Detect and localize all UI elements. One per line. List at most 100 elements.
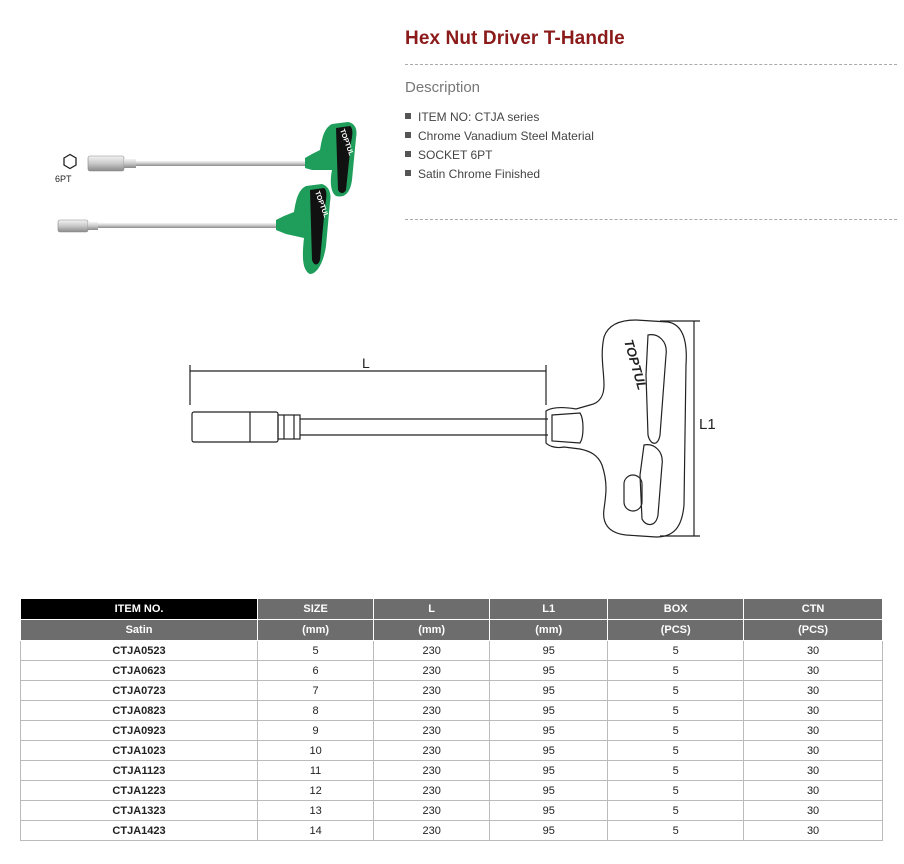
cell-l1: 95 xyxy=(489,680,609,701)
spec-table: ITEM NO. SIZE L L1 BOX CTN Satin (mm) (m… xyxy=(19,598,883,841)
cell-l1: 95 xyxy=(489,800,609,821)
cell-ctn: 30 xyxy=(743,760,883,781)
cell-box: 5 xyxy=(607,680,745,701)
cell-l: 230 xyxy=(373,680,491,701)
cell-item-no: CTJA0723 xyxy=(19,680,259,701)
cell-item-no: CTJA0523 xyxy=(19,640,259,661)
cell-item-no: CTJA1023 xyxy=(19,740,259,761)
feature-item: SOCKET 6PT xyxy=(405,145,594,164)
cell-l: 230 xyxy=(373,800,491,821)
cell-l: 230 xyxy=(373,660,491,681)
bullet-icon xyxy=(405,131,411,138)
cell-item-no: CTJA0623 xyxy=(19,660,259,681)
divider xyxy=(405,219,897,220)
cell-ctn: 30 xyxy=(743,640,883,661)
cell-ctn: 30 xyxy=(743,820,883,841)
cell-box: 5 xyxy=(607,700,745,721)
dimension-diagram: L L1 TOPTUL xyxy=(189,319,716,538)
brand-label: TOPTUL xyxy=(621,338,650,392)
cell-size: 10 xyxy=(257,740,375,761)
cell-box: 5 xyxy=(607,800,745,821)
cell-ctn: 30 xyxy=(743,720,883,741)
feature-item: ITEM NO: CTJA series xyxy=(405,107,594,126)
cell-size: 6 xyxy=(257,660,375,681)
cell-l1: 95 xyxy=(489,780,609,801)
cell-ctn: 30 xyxy=(743,700,883,721)
cell-ctn: 30 xyxy=(743,800,883,821)
subheader-l: (mm) xyxy=(373,619,491,641)
cell-l1: 95 xyxy=(489,760,609,781)
hex-icon xyxy=(63,153,77,170)
cell-size: 9 xyxy=(257,720,375,741)
cell-box: 5 xyxy=(607,640,745,661)
cell-box: 5 xyxy=(607,740,745,761)
cell-l1: 95 xyxy=(489,640,609,661)
cell-l1: 95 xyxy=(489,740,609,761)
header-item-no: ITEM NO. xyxy=(19,598,259,620)
subheader-ctn: (PCS) xyxy=(743,619,883,641)
product-photo: 6PT TOPTUL TOPTUL xyxy=(55,122,357,274)
cell-item-no: CTJA1323 xyxy=(19,800,259,821)
cell-item-no: CTJA1423 xyxy=(19,820,259,841)
cell-item-no: CTJA1123 xyxy=(19,760,259,781)
cell-l1: 95 xyxy=(489,820,609,841)
cell-l1: 95 xyxy=(489,720,609,741)
product-title: Hex Nut Driver T-Handle xyxy=(405,28,625,49)
subheader-box: (PCS) xyxy=(607,619,745,641)
bullet-icon xyxy=(405,169,411,176)
cell-l: 230 xyxy=(373,640,491,661)
divider xyxy=(405,64,897,65)
cell-item-no: CTJA0823 xyxy=(19,700,259,721)
bullet-icon xyxy=(405,112,411,119)
length-label: L xyxy=(362,355,370,371)
cell-box: 5 xyxy=(607,720,745,741)
feature-item: Satin Chrome Finished xyxy=(405,164,594,183)
cell-size: 13 xyxy=(257,800,375,821)
header-l: L xyxy=(373,598,491,620)
subheader-size: (mm) xyxy=(257,619,375,641)
subheader-l1: (mm) xyxy=(489,619,609,641)
height-label: L1 xyxy=(699,416,716,433)
feature-item: Chrome Vanadium Steel Material xyxy=(405,126,594,145)
cell-l1: 95 xyxy=(489,660,609,681)
cell-ctn: 30 xyxy=(743,740,883,761)
header-l1: L1 xyxy=(489,598,609,620)
cell-item-no: CTJA0923 xyxy=(19,720,259,741)
header-row: ITEM NO. SIZE L L1 BOX CTN xyxy=(19,598,883,620)
header-ctn: CTN xyxy=(743,598,883,620)
cell-box: 5 xyxy=(607,780,745,801)
cell-ctn: 30 xyxy=(743,680,883,701)
cell-size: 8 xyxy=(257,700,375,721)
socket-label: 6PT xyxy=(55,174,72,184)
cell-l: 230 xyxy=(373,740,491,761)
subheader-row: Satin (mm) (mm) (mm) (PCS) (PCS) xyxy=(19,619,883,641)
cell-item-no: CTJA1223 xyxy=(19,780,259,801)
bullet-icon xyxy=(405,150,411,157)
cell-size: 14 xyxy=(257,820,375,841)
cell-size: 5 xyxy=(257,640,375,661)
cell-l: 230 xyxy=(373,720,491,741)
cell-box: 5 xyxy=(607,660,745,681)
feature-list: ITEM NO: CTJA series Chrome Vanadium Ste… xyxy=(405,107,594,183)
cell-box: 5 xyxy=(607,760,745,781)
cell-size: 7 xyxy=(257,680,375,701)
subheader-item-no: Satin xyxy=(19,619,259,641)
cell-ctn: 30 xyxy=(743,660,883,681)
cell-box: 5 xyxy=(607,820,745,841)
cell-l: 230 xyxy=(373,700,491,721)
cell-l1: 95 xyxy=(489,700,609,721)
cell-l: 230 xyxy=(373,780,491,801)
header-box: BOX xyxy=(607,598,745,620)
cell-size: 12 xyxy=(257,780,375,801)
cell-ctn: 30 xyxy=(743,780,883,801)
